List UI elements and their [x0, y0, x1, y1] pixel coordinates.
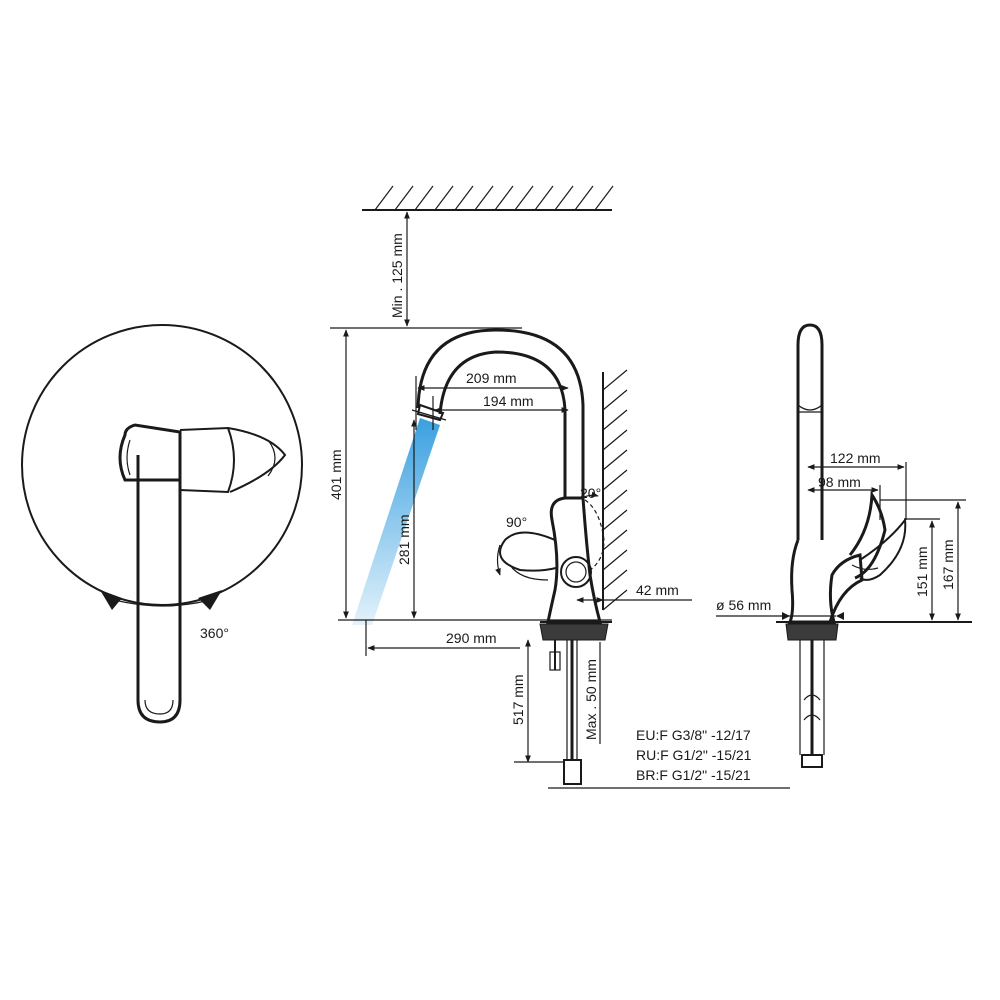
- handle-hub: [560, 556, 592, 588]
- front-base-ring: [785, 623, 839, 641]
- base-ring: [118, 423, 182, 482]
- front-spout-column: [796, 323, 824, 540]
- faucet-body: [546, 496, 602, 624]
- rotation-arrow-left: [100, 590, 122, 610]
- rotation-circle: [21, 324, 303, 606]
- width-outer-label: 122 mm: [830, 450, 881, 466]
- handle-high-label: 167 mm: [940, 539, 956, 590]
- spray-length-label: 290 mm: [446, 630, 497, 646]
- handle-tilted: [584, 499, 605, 571]
- base-ring: [539, 623, 609, 641]
- rotation-label: 360°: [200, 625, 229, 641]
- wall-hatch: [602, 369, 628, 611]
- side-view: Min . 125 mm 90° 20°: [328, 185, 790, 789]
- width-inner-label: 98 mm: [818, 474, 861, 490]
- front-view: 122 mm 98 mm ø 56 mm 151 mm 167 mm: [716, 323, 972, 768]
- base-diameter-label: ø 56 mm: [716, 597, 771, 613]
- front-hose-fitting: [801, 754, 823, 768]
- deck-thickness-label: Max . 50 mm: [583, 659, 599, 740]
- reach-outer-label: 209 mm: [466, 370, 517, 386]
- water-stream: [352, 418, 440, 625]
- hose-fitting: [563, 759, 582, 785]
- spec-ru: RU:F G1/2" -15/21: [636, 747, 752, 763]
- spout-gooseneck: [416, 328, 585, 498]
- wall-distance-label: 42 mm: [636, 582, 679, 598]
- handle-body: [179, 426, 235, 494]
- spec-br: BR:F G1/2" -15/21: [636, 767, 751, 783]
- front-handle: [848, 490, 887, 580]
- handle-low-label: 151 mm: [914, 546, 930, 597]
- handle-angle-label: 90°: [506, 514, 527, 530]
- tilt-angle-label: 20°: [580, 485, 601, 501]
- height-label: 401 mm: [328, 449, 344, 500]
- reach-inner-label: 194 mm: [483, 393, 534, 409]
- front-handle-tilted: [859, 517, 907, 581]
- spout-height-label: 281 mm: [396, 514, 412, 565]
- handle-lever: [499, 531, 557, 572]
- ceiling-hatch: [374, 185, 614, 211]
- top-view: 360°: [21, 324, 303, 724]
- front-body: [787, 539, 864, 624]
- handle-tip: [227, 427, 287, 493]
- clearance-label: Min . 125 mm: [389, 233, 405, 318]
- spout-arm: [136, 455, 182, 724]
- hose-length-label: 517 mm: [510, 674, 526, 725]
- spec-eu: EU:F G3/8" -12/17: [636, 727, 751, 743]
